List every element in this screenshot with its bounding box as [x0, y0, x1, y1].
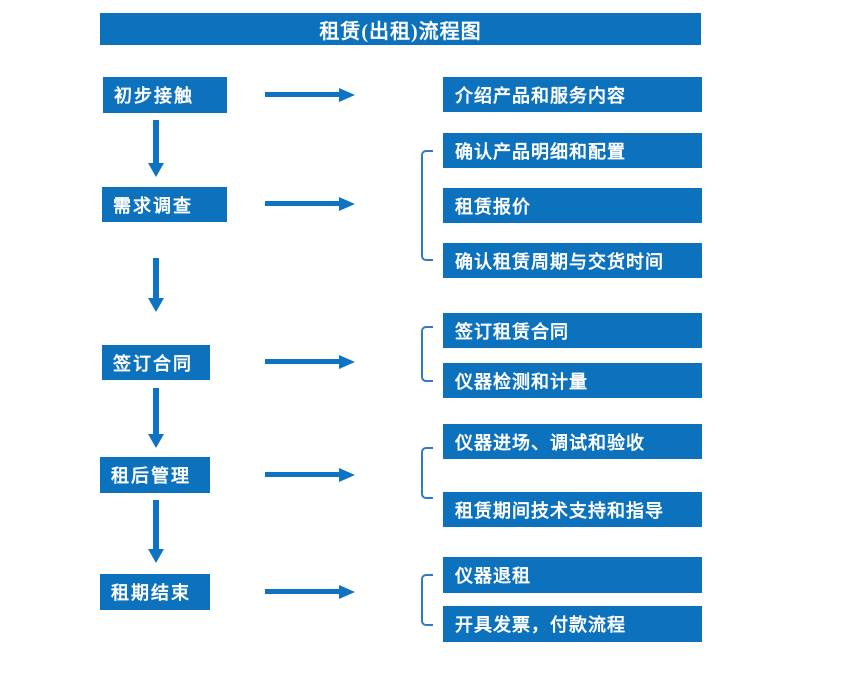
arrow-head-icon: [148, 549, 164, 563]
arrow-head-icon: [148, 163, 164, 177]
arrow-line: [265, 472, 339, 477]
bracket-group-2: [421, 150, 433, 261]
output-box-instrument-return: 仪器退租: [443, 557, 702, 593]
down-arrow-1: [148, 120, 164, 177]
output-box-instrument-entry: 仪器进场、调试和验收: [443, 424, 702, 459]
arrow-head-icon: [339, 197, 355, 211]
down-arrow-2: [148, 258, 164, 312]
output-box-confirm-rental-period: 确认租赁周期与交货时间: [443, 243, 702, 278]
right-arrow-4: [265, 468, 355, 482]
output-box-invoice-payment: 开具发票，付款流程: [443, 606, 702, 642]
bracket-group-5: [421, 574, 433, 626]
right-arrow-2: [265, 197, 355, 211]
arrow-line: [265, 201, 339, 206]
arrow-head-icon: [148, 434, 164, 448]
right-arrow-3: [265, 355, 355, 369]
arrow-line: [265, 92, 339, 97]
output-box-sign-rental-contract: 签订租赁合同: [443, 313, 702, 348]
output-box-rental-quote: 租赁报价: [443, 188, 702, 223]
right-arrow-1: [265, 88, 355, 102]
arrow-head-icon: [339, 468, 355, 482]
down-arrow-3: [148, 388, 164, 448]
right-arrow-5: [265, 585, 355, 599]
stage-box-sign-contract: 签订合同: [102, 345, 210, 380]
output-box-confirm-product-details: 确认产品明细和配置: [443, 133, 702, 168]
bracket-group-3: [421, 326, 433, 382]
stage-box-rental-end: 租期结束: [100, 574, 210, 610]
arrow-head-icon: [148, 298, 164, 312]
stage-box-demand-survey: 需求调查: [102, 187, 227, 222]
arrow-line: [153, 388, 159, 434]
output-box-instrument-testing: 仪器检测和计量: [443, 363, 702, 398]
arrow-line: [153, 120, 159, 163]
down-arrow-4: [148, 500, 164, 563]
output-box-introduce-products: 介绍产品和服务内容: [443, 77, 702, 112]
flowchart-title: 租赁(出租)流程图: [100, 13, 701, 45]
arrow-line: [265, 359, 339, 364]
arrow-head-icon: [339, 585, 355, 599]
arrow-line: [153, 258, 159, 298]
stage-box-initial-contact: 初步接触: [103, 77, 227, 113]
arrow-head-icon: [339, 355, 355, 369]
arrow-line: [265, 589, 339, 594]
bracket-group-4: [421, 447, 433, 499]
arrow-line: [153, 500, 159, 549]
arrow-head-icon: [339, 88, 355, 102]
stage-box-post-rental-management: 租后管理: [100, 457, 210, 493]
output-box-technical-support: 租赁期间技术支持和指导: [443, 492, 702, 527]
